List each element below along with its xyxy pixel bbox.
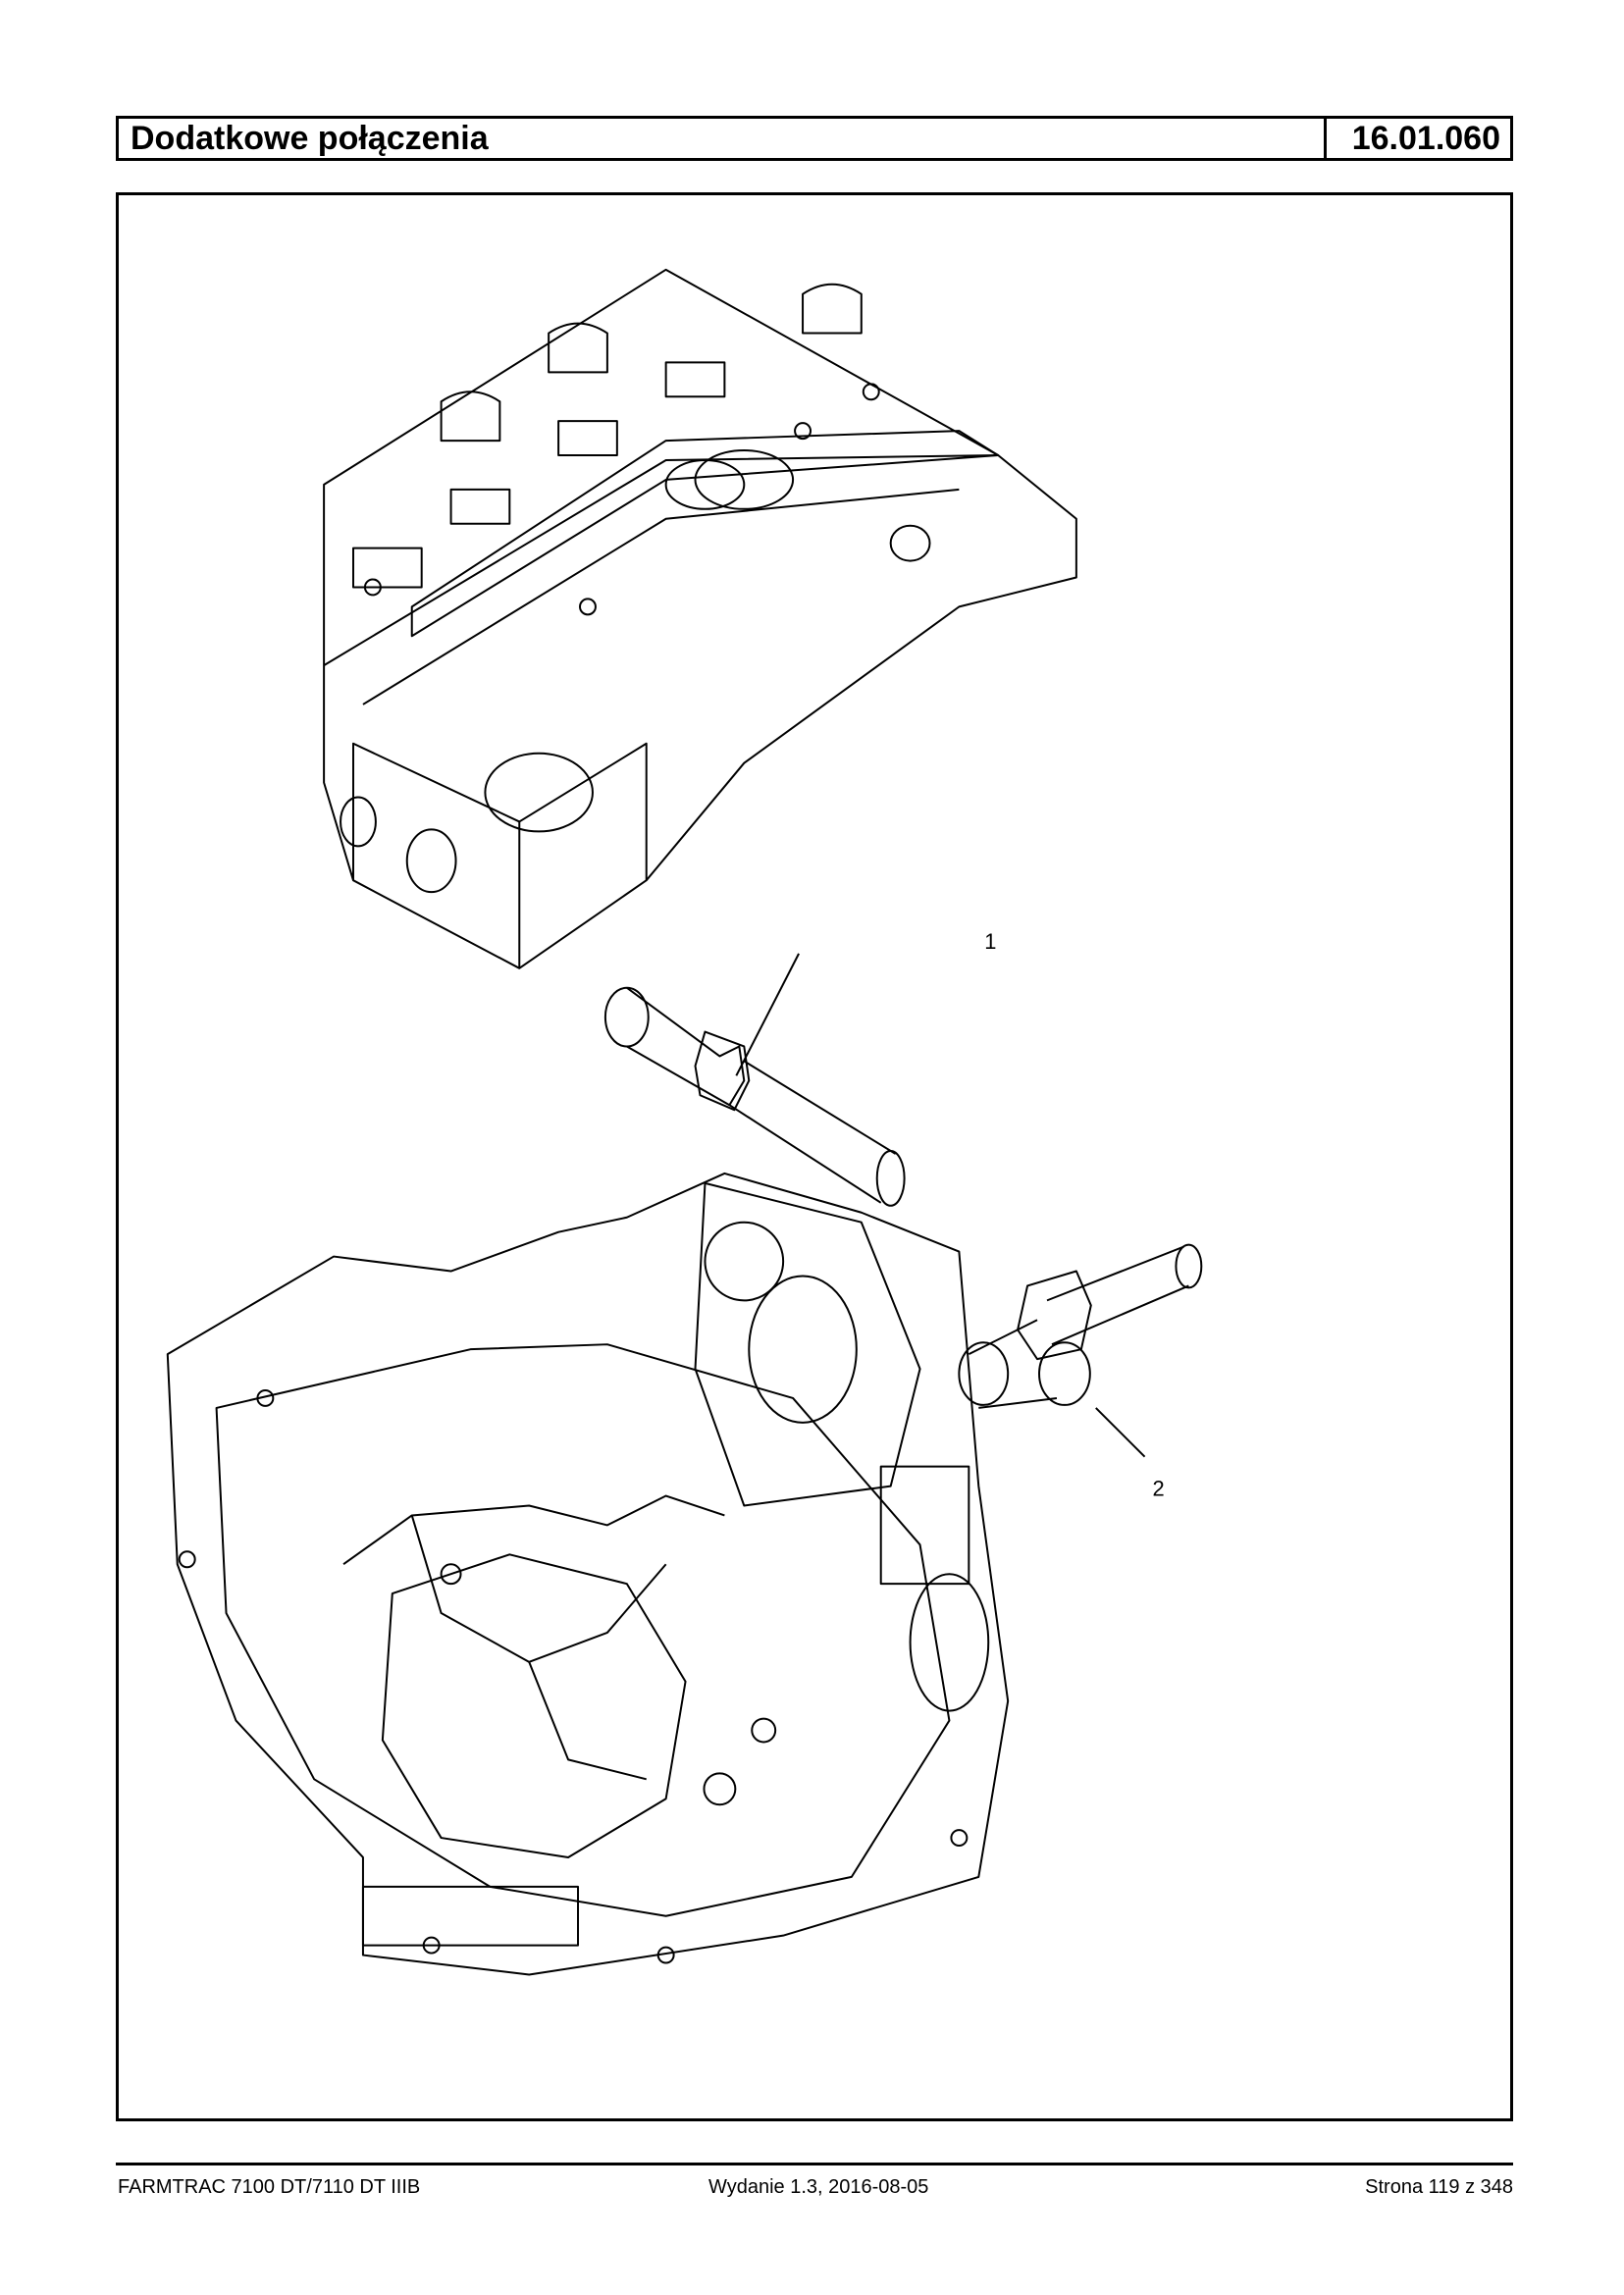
footer-model: FARMTRAC 7100 DT/7110 DT IIIB bbox=[118, 2176, 421, 2198]
fitting-2-drawing bbox=[958, 1243, 1203, 1458]
callout-2-label: 2 bbox=[1153, 1477, 1165, 1501]
footer-page-number: Strona 119 z 348 bbox=[1365, 2176, 1513, 2198]
cylinder-head-drawing bbox=[323, 268, 1077, 969]
timing-cover-drawing bbox=[166, 1172, 1010, 1976]
section-title: Dodatkowe połączenia bbox=[131, 120, 489, 157]
footer-edition: Wydanie 1.3, 2016-08-05 bbox=[708, 2176, 929, 2198]
callout-1-label: 1 bbox=[984, 929, 996, 954]
illustration-frame: 1 2 bbox=[116, 192, 1513, 2121]
footer-rule bbox=[116, 2163, 1513, 2165]
section-code: 16.01.060 bbox=[1324, 119, 1510, 158]
fitting-1-drawing bbox=[603, 953, 906, 1207]
parts-diagram: 1 2 bbox=[166, 268, 1203, 1976]
page-header: Dodatkowe połączenia 16.01.060 bbox=[116, 116, 1513, 161]
